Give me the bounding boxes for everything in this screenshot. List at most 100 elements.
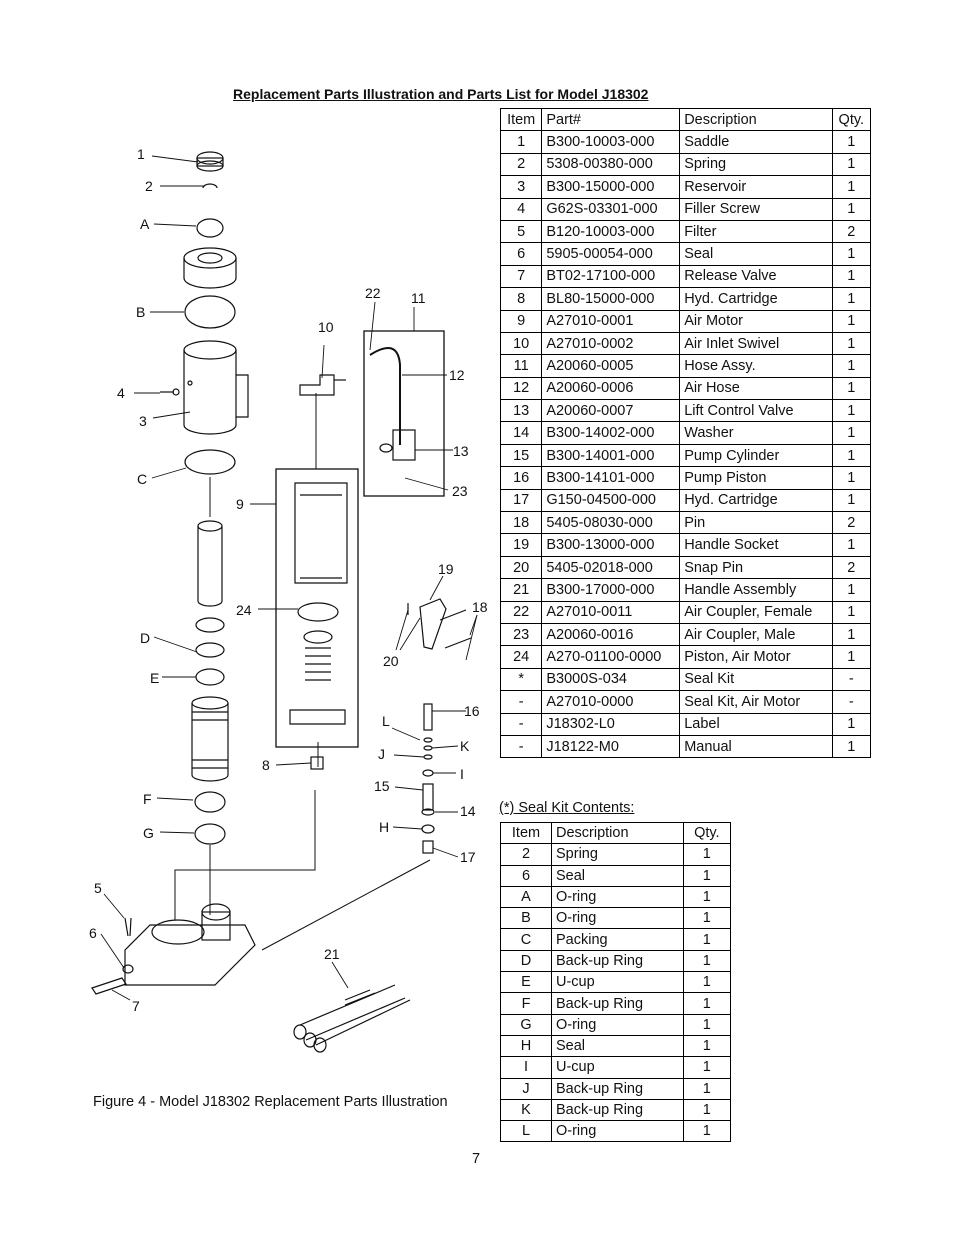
table-cell: B300-14101-000 (541, 466, 681, 490)
table-cell: A27010-0002 (541, 331, 681, 356)
back-up-ring-f-drawing (194, 791, 226, 813)
table-cell: 1 (682, 949, 732, 973)
table-cell: O-ring (551, 1120, 684, 1143)
table-cell: 12 (499, 376, 543, 401)
callout-h: H (379, 819, 389, 835)
table-cell: 1 (831, 152, 872, 177)
air-inlet-swivel-drawing (299, 374, 346, 396)
table-cell: 3 (499, 175, 543, 199)
table-cell: 11 (499, 354, 543, 378)
table-cell: Handle Assembly (679, 578, 833, 602)
callout-7: 7 (132, 998, 140, 1014)
table-cell: - (499, 690, 543, 714)
column-header: Item (500, 821, 552, 845)
u-cup-e-drawing (195, 668, 225, 686)
table-cell: 1 (831, 443, 872, 468)
table-cell: B300-15000-000 (541, 175, 681, 199)
table-cell: U-cup (551, 1056, 684, 1079)
table-cell: 21 (499, 578, 543, 602)
o-ring-a-drawing (196, 218, 224, 238)
column-header: Part# (541, 107, 681, 132)
table-cell: 1 (831, 175, 872, 199)
table-cell: 18 (499, 511, 543, 535)
callout-c: C (137, 471, 147, 487)
table-cell: Filler Screw (679, 197, 833, 221)
table-cell: Filter (679, 219, 833, 244)
table-cell: A20060-0007 (541, 399, 681, 423)
table-cell: 7 (499, 264, 543, 289)
figure-caption: Figure 4 - Model J18302 Replacement Part… (93, 1094, 448, 1110)
table-cell: Pump Piston (679, 466, 833, 490)
table-cell: Snap Pin (679, 555, 833, 580)
table-cell: A (500, 885, 552, 909)
ram-drawing (191, 696, 229, 782)
air-hose-drawing (369, 346, 416, 461)
table-cell: 17 (499, 488, 543, 513)
column-header: Qty. (682, 821, 732, 845)
callout-8: 8 (262, 757, 270, 773)
o-ring-b-drawing (184, 295, 236, 329)
table-cell: B (500, 907, 552, 930)
callout-leaders (100, 155, 478, 1001)
callout-14: 14 (460, 803, 476, 819)
table-cell: 13 (499, 399, 543, 423)
table-cell: Air Coupler, Male (679, 622, 833, 647)
table-cell: 1 (831, 376, 872, 401)
table-cell: D (500, 949, 552, 973)
table-cell: 1 (831, 309, 872, 333)
callout-1: 1 (137, 146, 145, 162)
table-cell: 1 (831, 645, 872, 669)
table-cell: B3000S-034 (541, 667, 681, 692)
o-ring-g-drawing (194, 823, 226, 845)
table-cell: 1 (831, 578, 872, 602)
table-cell: K (500, 1098, 552, 1122)
filler-screw-drawing (160, 388, 180, 396)
packing-c-drawing (184, 449, 236, 475)
table-cell: Pump Cylinder (679, 443, 833, 468)
callout-22: 22 (365, 285, 381, 301)
callout-d: D (140, 630, 150, 646)
table-cell: Packing (551, 928, 684, 951)
table-cell: 1 (499, 130, 543, 154)
parts-illustration: 1 2 A B 4 3 C 9 24 D E 8 F G 5 6 7 10 22… (89, 146, 488, 1053)
table-cell: 1 (682, 1013, 732, 1036)
air-motor-box (275, 468, 359, 748)
callout-i: I (460, 766, 464, 782)
table-cell: U-cup (551, 971, 684, 994)
page-number: 7 (472, 1151, 481, 1167)
table-cell: Pin (679, 511, 833, 535)
table-cell: 8 (499, 287, 543, 311)
table-cell: 1 (831, 622, 872, 647)
table-cell: 20 (499, 555, 543, 580)
callout-labels: 1 2 A B 4 3 C 9 24 D E 8 F G 5 6 7 10 22… (89, 146, 488, 1014)
table-cell: 5405-02018-000 (541, 555, 681, 580)
callout-11: 11 (411, 290, 426, 306)
column-header: Description (679, 107, 833, 132)
column-header: Item (499, 107, 543, 132)
table-cell: J (500, 1077, 552, 1100)
table-cell: C (500, 928, 552, 951)
callout-17: 17 (460, 849, 476, 865)
table-cell: B300-10003-000 (541, 130, 681, 154)
handle-socket-drawing (407, 598, 472, 650)
table-cell: Air Hose (679, 376, 833, 401)
table-cell: 1 (831, 242, 872, 266)
table-cell: B300-14001-000 (541, 443, 681, 468)
table-cell: 1 (831, 354, 872, 378)
table-cell: 6 (500, 864, 552, 887)
table-cell: 1 (682, 1056, 732, 1079)
